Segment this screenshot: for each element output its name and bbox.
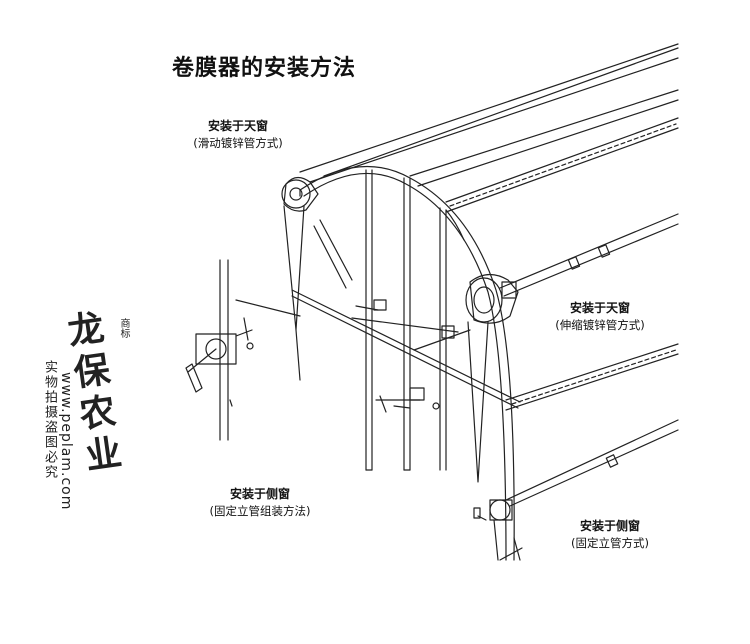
- label-skylight-slide-subtitle: (滑动镀锌管方式): [193, 136, 283, 150]
- label-skylight-telescopic-title: 安装于天窗: [569, 301, 630, 315]
- upper-channel-rail: [446, 118, 678, 212]
- lower-channel-rail: [506, 344, 678, 410]
- support-bars: [292, 290, 520, 408]
- label-side-fixed-title: 安装于侧窗: [579, 519, 640, 533]
- lower-roll-pipe: [506, 420, 678, 506]
- label-side-assembled: 安装于侧窗 (固定立管组装方法): [196, 486, 324, 520]
- side-crank-left: [186, 260, 300, 440]
- telescopic-pipe: [500, 214, 678, 296]
- roof-motor-center: [466, 274, 518, 482]
- side-crank-right: [474, 500, 522, 560]
- bracket-parts: [376, 388, 439, 412]
- watermark-registered-mark: 商标: [118, 318, 129, 338]
- roof-motor-left: [282, 177, 352, 380]
- page-title: 卷膜器的安装方法: [172, 56, 357, 81]
- label-skylight-slide: 安装于天窗 (滑动镀锌管方式): [178, 118, 298, 152]
- arch-posts: [366, 170, 446, 470]
- roof-rails: [300, 44, 678, 186]
- label-side-assembled-subtitle: (固定立管组装方法): [209, 504, 311, 518]
- label-skylight-telescopic-subtitle: (伸缩镀锌管方式): [555, 318, 645, 332]
- label-skylight-slide-title: 安装于天窗: [207, 119, 268, 133]
- label-side-assembled-title: 安装于侧窗: [229, 487, 290, 501]
- watermark-url: www.peplam.com: [58, 372, 74, 511]
- end-arch: [300, 166, 514, 560]
- label-side-fixed: 安装于侧窗 (固定立管方式): [552, 518, 668, 552]
- label-skylight-telescopic: 安装于天窗 (伸缩镀锌管方式): [540, 300, 660, 334]
- watermark-subtitle: 实物拍摄盗图必究: [42, 360, 57, 480]
- label-side-fixed-subtitle: (固定立管方式): [571, 536, 649, 550]
